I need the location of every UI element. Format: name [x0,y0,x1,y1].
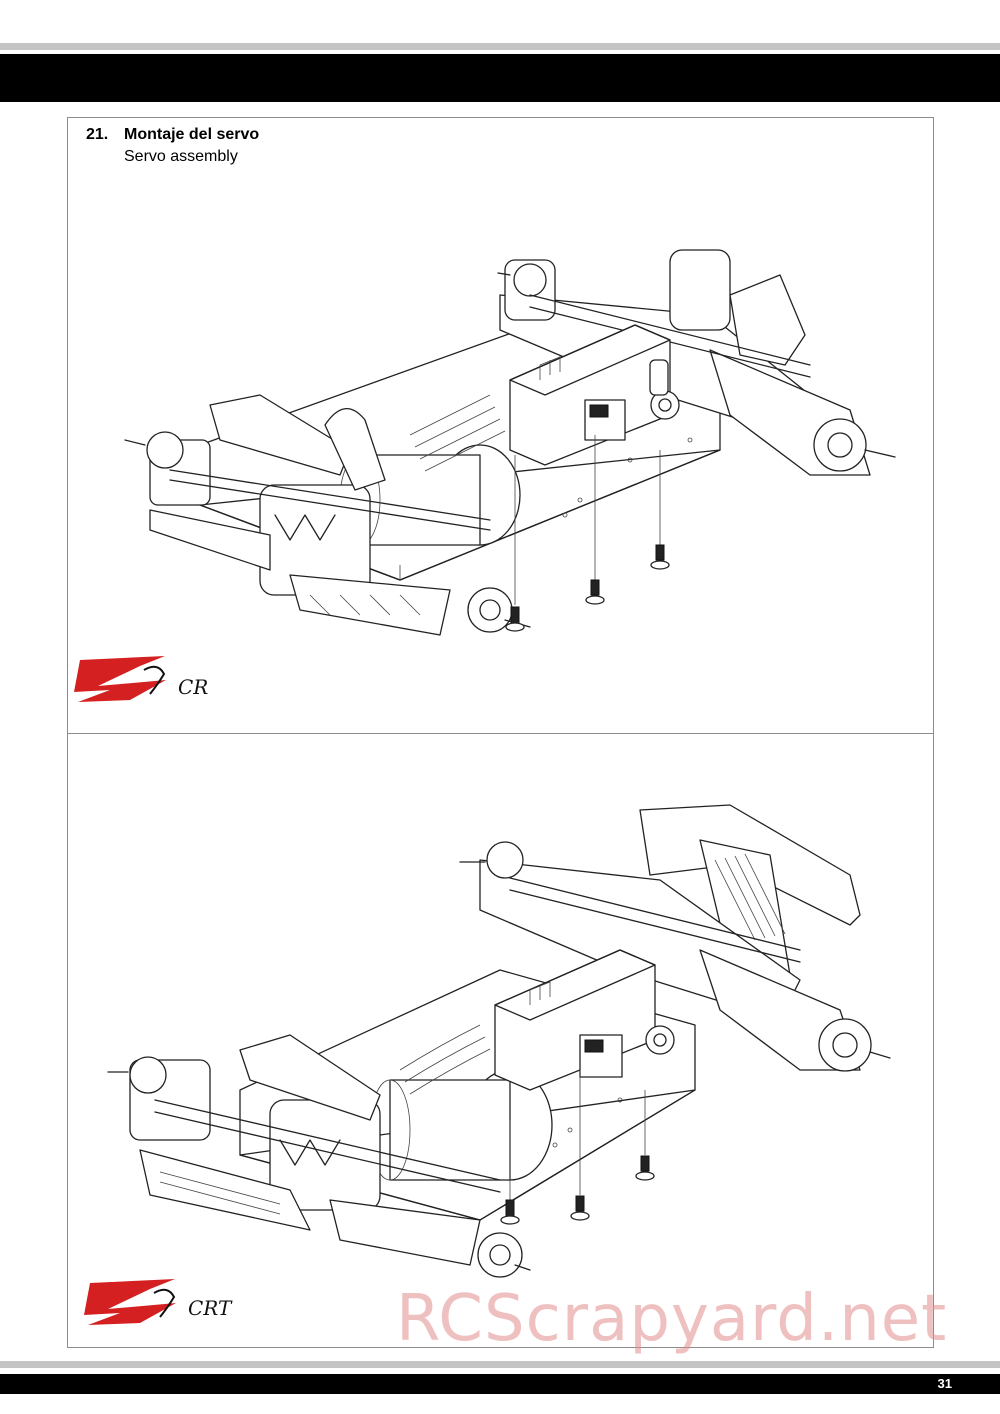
step-title-en: Servo assembly [124,148,238,165]
chassis-diagram-cr [124,249,896,636]
z18cr-logo: CR [74,656,208,702]
content-frame [67,117,934,1348]
step-number: 21. [86,126,109,143]
bottom-rule [0,1361,1000,1368]
step-title: 21. Montaje del servo [86,126,259,144]
header-bar [0,54,1000,102]
footer-bar [0,1374,1000,1394]
logo-suffix-crt: CRT [188,1296,233,1320]
watermark-text: RCScrapyard.net [396,1282,948,1356]
chassis-diagram-crt [107,804,891,1278]
page-number: 31 [937,1376,952,1391]
step-title-es: Montaje del servo [124,126,260,143]
panel-divider [67,733,934,734]
z18crt-logo: CRT [84,1279,233,1325]
top-rule [0,43,1000,50]
logo-suffix-cr: CR [178,675,208,699]
